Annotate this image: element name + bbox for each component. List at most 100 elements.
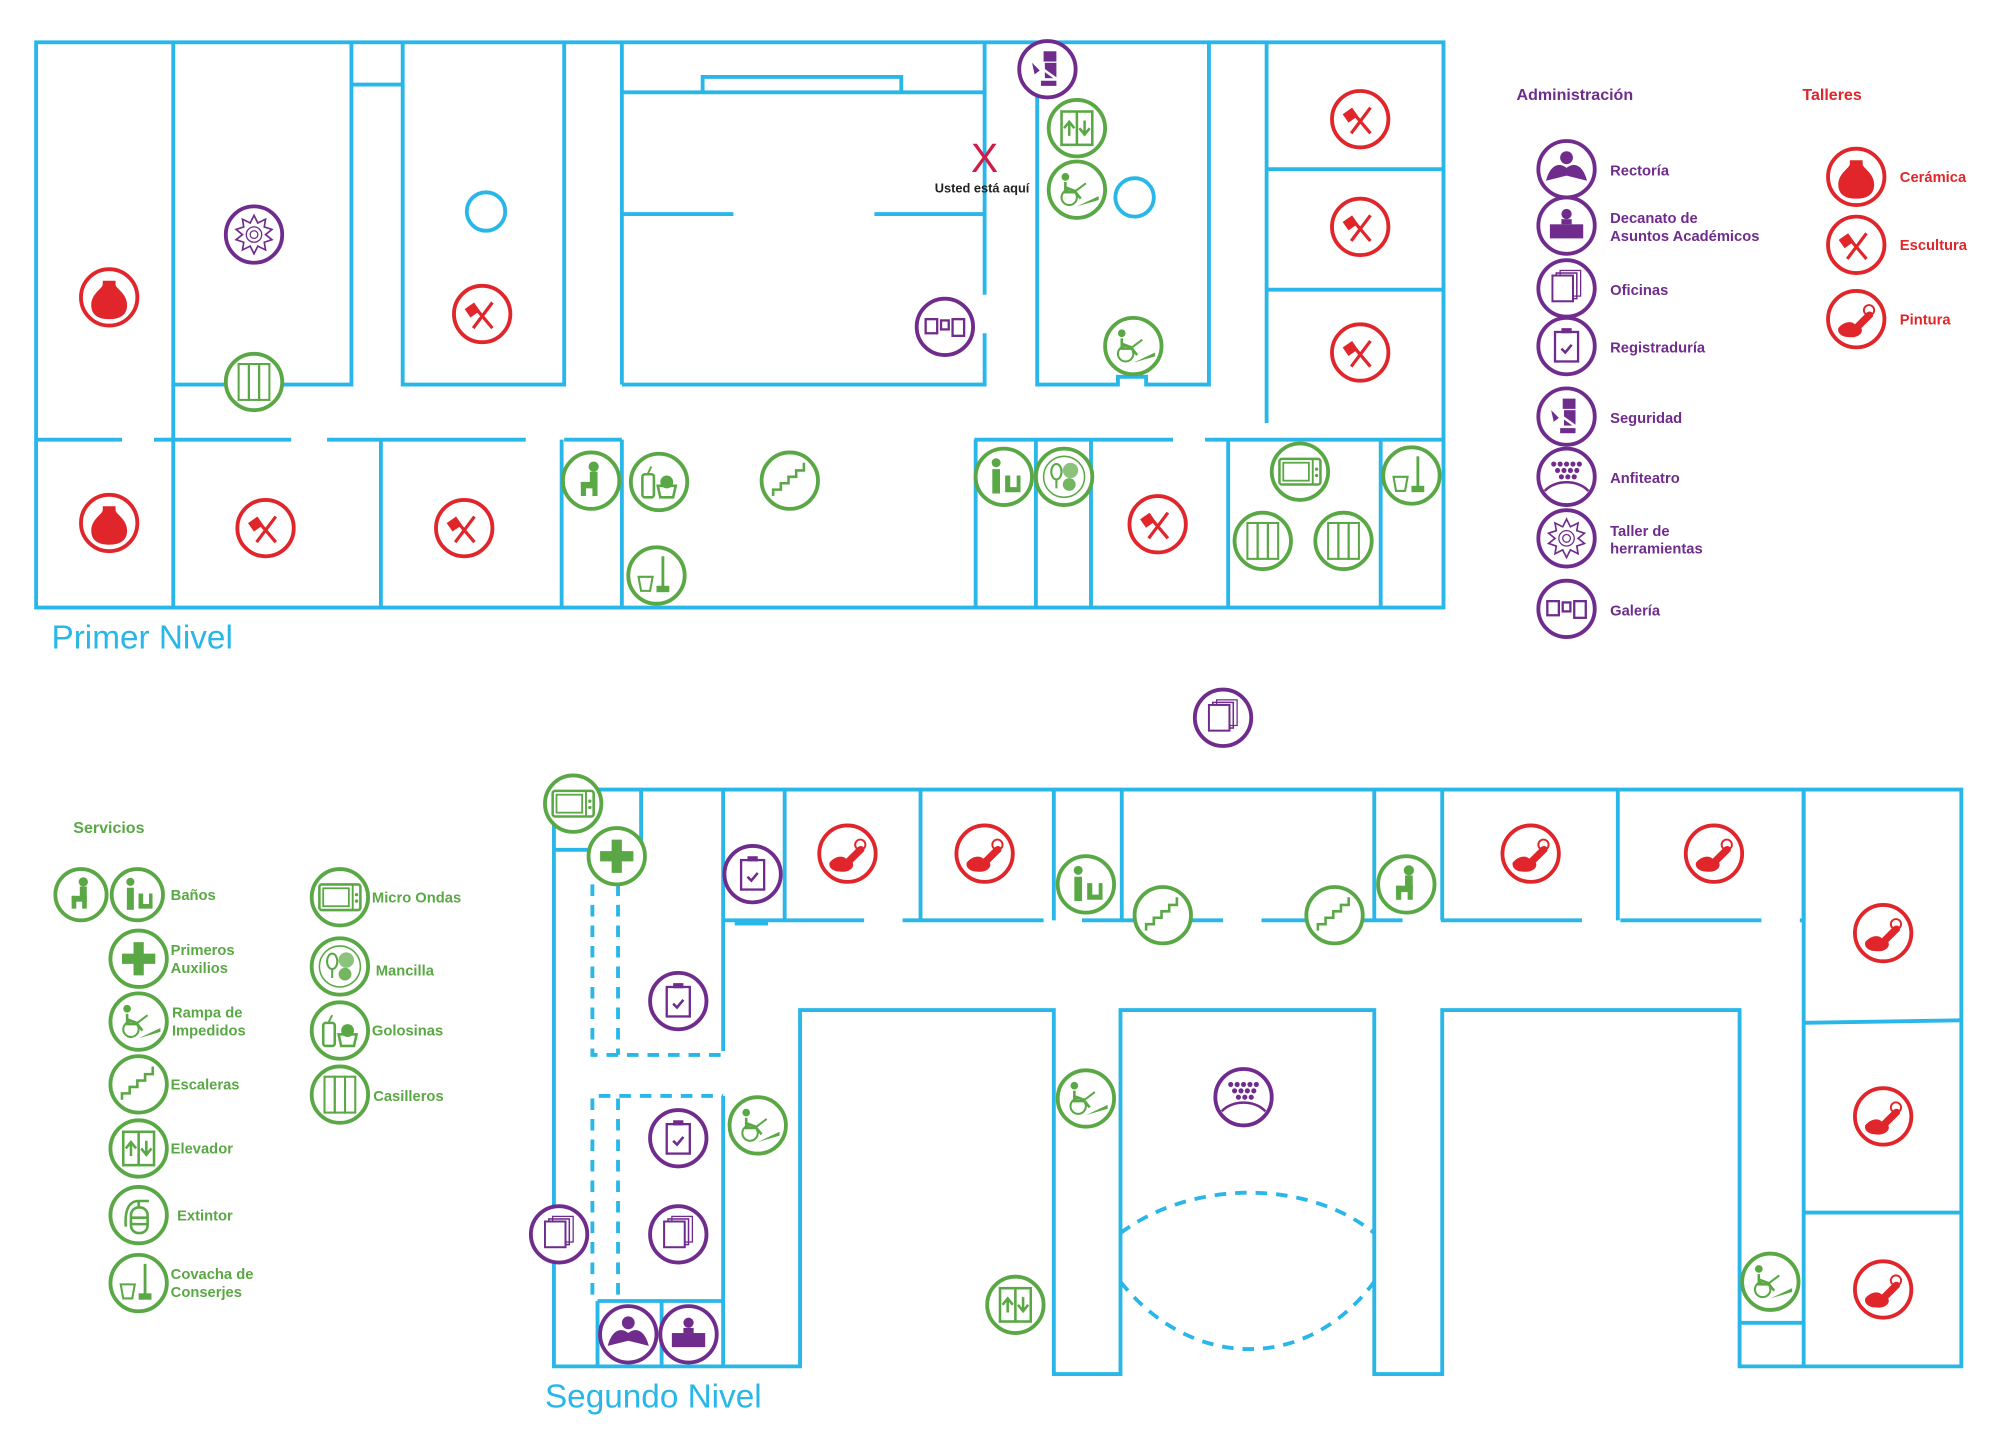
covacha-icon[interactable] [626, 545, 687, 606]
extintor-icon[interactable] [108, 1185, 169, 1246]
amphitheater-arc [1119, 1190, 1376, 1235]
casilleros-icon[interactable] [223, 351, 285, 413]
ceramica-icon[interactable] [1826, 146, 1887, 208]
banos-m-icon[interactable] [1376, 854, 1437, 915]
casilleros-icon[interactable] [1232, 510, 1293, 572]
mancilla-icon[interactable] [309, 936, 371, 997]
casilleros-icon[interactable] [309, 1064, 371, 1125]
rectoria-icon[interactable] [1536, 139, 1597, 200]
decanato-icon[interactable] [658, 1304, 719, 1365]
oficinas-icon-glyph [544, 1215, 575, 1249]
rampa-icon[interactable] [108, 991, 169, 1052]
pintura-icon[interactable] [1853, 1086, 1914, 1147]
legend-talleres-title: Talleres [1802, 86, 1861, 104]
first-level-floorplan [34, 40, 1446, 610]
escultura-icon[interactable] [235, 497, 296, 559]
ceramica-icon[interactable] [79, 492, 140, 554]
escaleras-icon[interactable] [1132, 885, 1193, 946]
registraduria-icon[interactable] [1536, 315, 1597, 377]
elevador-icon[interactable] [985, 1274, 1046, 1335]
pintura-icon[interactable] [817, 823, 878, 884]
golosinas-icon[interactable] [628, 451, 690, 513]
escultura-icon[interactable] [452, 283, 513, 345]
pintura-icon[interactable] [1853, 903, 1914, 964]
escultura-icon[interactable] [1826, 214, 1887, 275]
elevador-icon[interactable] [1046, 98, 1108, 159]
legend-label-line: Auxilios [171, 961, 228, 977]
golosinas-icon[interactable] [309, 1000, 371, 1061]
galeria-icon[interactable] [914, 296, 976, 357]
oficinas-icon[interactable] [528, 1204, 590, 1265]
banos-m-icon[interactable] [53, 867, 109, 923]
mancilla-icon[interactable] [1033, 446, 1095, 507]
escaleras-icon[interactable] [108, 1054, 169, 1115]
casilleros-ring [223, 351, 285, 413]
pintura-ring [817, 823, 878, 884]
registraduria-icon[interactable] [722, 844, 783, 905]
ceramica-icon[interactable] [79, 267, 140, 328]
first-level-outer-wall [34, 40, 1446, 610]
legend-label-line: Golosinas [372, 1024, 443, 1040]
registraduria-icon[interactable] [648, 970, 709, 1032]
elevador-icon[interactable] [108, 1118, 169, 1179]
covacha-icon[interactable] [1381, 445, 1442, 506]
casilleros-icon[interactable] [1313, 510, 1374, 572]
escultura-icon[interactable] [1330, 196, 1391, 257]
primeros-auxilios-icon[interactable] [586, 826, 647, 887]
oficinas-icon[interactable] [648, 1204, 709, 1265]
rectoria-icon[interactable] [598, 1304, 659, 1365]
rampa-icon[interactable] [1055, 1068, 1117, 1129]
room-wall [1035, 42, 1211, 387]
banos-m-icon[interactable] [560, 450, 622, 511]
microondas-icon[interactable] [543, 773, 604, 834]
counter [734, 919, 768, 926]
anfiteatro-icon[interactable] [1213, 1067, 1274, 1128]
legend-label-line: Anfiteatro [1610, 471, 1680, 487]
banos-h-icon[interactable] [973, 446, 1034, 507]
registraduria-icon[interactable] [648, 1108, 709, 1169]
rampa-icon[interactable] [1103, 315, 1164, 377]
microondas-icon[interactable] [309, 867, 371, 928]
legend-admin-title: Administración [1517, 86, 1634, 104]
golosinas-ring [628, 451, 690, 513]
primeros-auxilios-icon[interactable] [108, 928, 169, 989]
escultura-icon[interactable] [1330, 322, 1391, 383]
pintura-icon[interactable] [1500, 823, 1561, 884]
covacha-icon[interactable] [108, 1252, 169, 1314]
escaleras-icon[interactable] [1304, 885, 1365, 946]
oficinas-icon[interactable] [1536, 258, 1597, 319]
taller-herramientas-icon[interactable] [223, 204, 285, 265]
escaleras-icon[interactable] [759, 450, 820, 511]
registraduria-ring [648, 1108, 709, 1169]
legend-label: Escaleras [171, 1078, 240, 1094]
seguridad-icon[interactable] [1017, 39, 1078, 100]
pintura-ring [1683, 823, 1745, 884]
legend-label-line: Cerámica [1900, 170, 1967, 186]
rampa-icon[interactable] [1740, 1251, 1801, 1312]
decanato-icon[interactable] [1536, 195, 1597, 256]
galeria-icon[interactable] [1536, 578, 1597, 639]
escultura-icon[interactable] [434, 497, 495, 559]
pintura-icon[interactable] [1826, 289, 1887, 350]
seguridad-icon[interactable] [1536, 386, 1597, 447]
rampa-icon[interactable] [1046, 159, 1108, 220]
room-wall [400, 42, 567, 387]
pintura-icon[interactable] [1853, 1259, 1914, 1320]
taller-herramientas-icon[interactable] [1536, 508, 1597, 569]
rampa-icon[interactable] [727, 1095, 788, 1156]
pintura-icon[interactable] [954, 823, 1015, 884]
banos-h-ring [973, 446, 1034, 507]
microondas-icon[interactable] [1269, 441, 1331, 502]
legend-label-line: Mancilla [376, 963, 435, 979]
anfiteatro-icon[interactable] [1536, 446, 1597, 507]
pintura-ring [1500, 823, 1561, 884]
legend-label: Escultura [1900, 238, 1968, 254]
oficinas-icon[interactable] [1192, 687, 1254, 748]
pintura-icon[interactable] [1683, 823, 1745, 884]
banos-h-icon[interactable] [109, 867, 165, 923]
escultura-icon[interactable] [1330, 89, 1391, 150]
banos-h-icon[interactable] [1055, 854, 1117, 915]
escultura-icon[interactable] [1127, 494, 1188, 555]
